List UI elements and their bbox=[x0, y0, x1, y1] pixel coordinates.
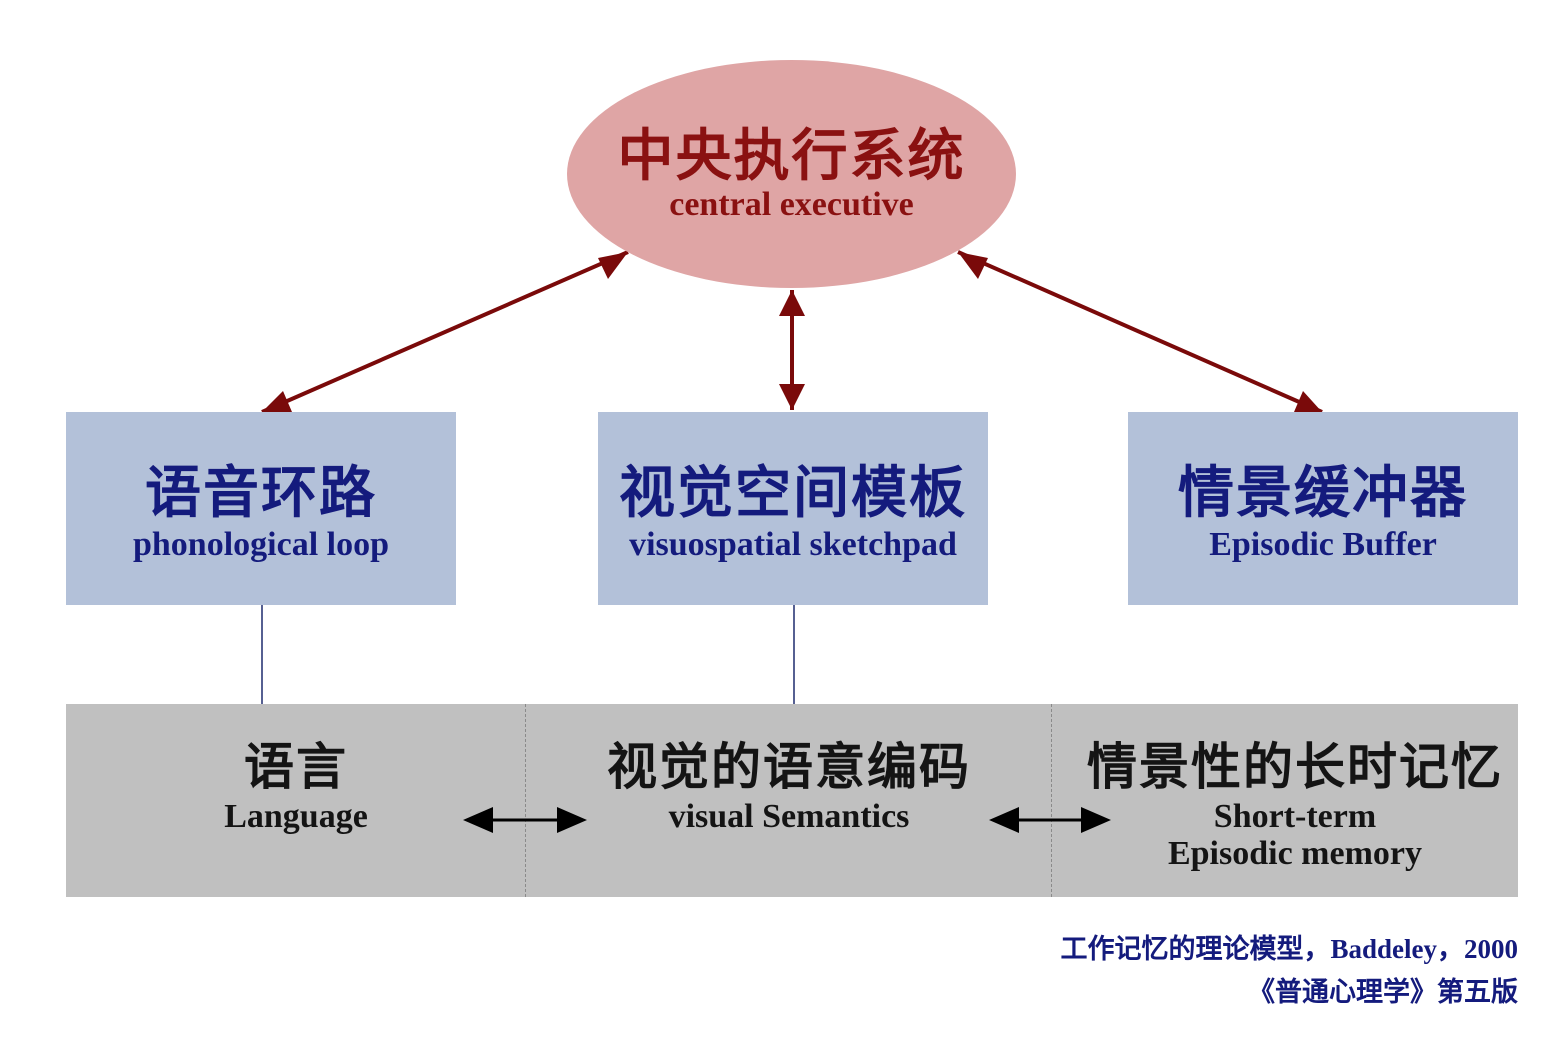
exec-to-buffer-arrow bbox=[957, 250, 1323, 414]
visuospatial-sketchpad-box: 视觉空间模板 visuospatial sketchpad bbox=[598, 412, 988, 605]
caption-line-1: 工作记忆的理论模型，Baddeley，2000 bbox=[1060, 934, 1518, 964]
arrowhead-up-left bbox=[598, 252, 628, 279]
language-section: 语言 Language bbox=[66, 736, 526, 835]
episodic-buffer-box: 情景缓冲器 Episodic Buffer bbox=[1128, 412, 1518, 605]
visual-semantics-section: 视觉的语意编码 visual Semantics bbox=[526, 736, 1052, 835]
arrowhead-down-left bbox=[262, 391, 292, 412]
exec-to-phonological-arrow bbox=[261, 250, 629, 414]
visuospatial-sketchpad-title-zh: 视觉空间模板 bbox=[619, 459, 967, 526]
visual-semantics-title-en: visual Semantics bbox=[668, 798, 910, 835]
language-title-zh: 语言 bbox=[244, 737, 348, 796]
arrowhead-up-right bbox=[958, 252, 988, 279]
phonological-loop-title-en: phonological loop bbox=[132, 525, 389, 563]
episodic-ltm-title-en-1: Short-term bbox=[1213, 798, 1377, 835]
episodic-ltm-title-zh: 情景性的长时记忆 bbox=[1087, 737, 1503, 796]
visual-semantics-title-zh: 视觉的语意编码 bbox=[607, 737, 971, 796]
band-divider bbox=[525, 704, 526, 897]
arrowhead-up-center bbox=[779, 290, 805, 316]
episodic-buffer-title-zh: 情景缓冲器 bbox=[1178, 459, 1468, 526]
source-caption: 工作记忆的理论模型，Baddeley，2000 《普通心理学》第五版 bbox=[1060, 928, 1518, 1014]
episodic-buffer-title-en: Episodic Buffer bbox=[1209, 525, 1437, 563]
arrowhead-down-right bbox=[1294, 391, 1322, 412]
central-executive-title-en: central executive bbox=[669, 186, 914, 223]
caption-line-2: 《普通心理学》第五版 bbox=[1248, 977, 1518, 1007]
phonological-loop-title-zh: 语音环路 bbox=[145, 459, 377, 526]
arrowhead-down-center bbox=[779, 384, 805, 410]
long-term-memory-band bbox=[66, 704, 1518, 897]
phonological-loop-box: 语音环路 phonological loop bbox=[66, 412, 456, 605]
episodic-ltm-title-en-2: Episodic memory bbox=[1167, 835, 1423, 872]
episodic-ltm-section: 情景性的长时记忆 Short-term Episodic memory bbox=[1052, 736, 1538, 872]
central-executive-node: 中央执行系统 central executive bbox=[567, 60, 1016, 288]
central-executive-title-zh: 中央执行系统 bbox=[617, 123, 966, 189]
visuospatial-sketchpad-title-en: visuospatial sketchpad bbox=[629, 525, 957, 563]
band-divider bbox=[1051, 704, 1052, 897]
language-title-en: Language bbox=[224, 798, 368, 835]
